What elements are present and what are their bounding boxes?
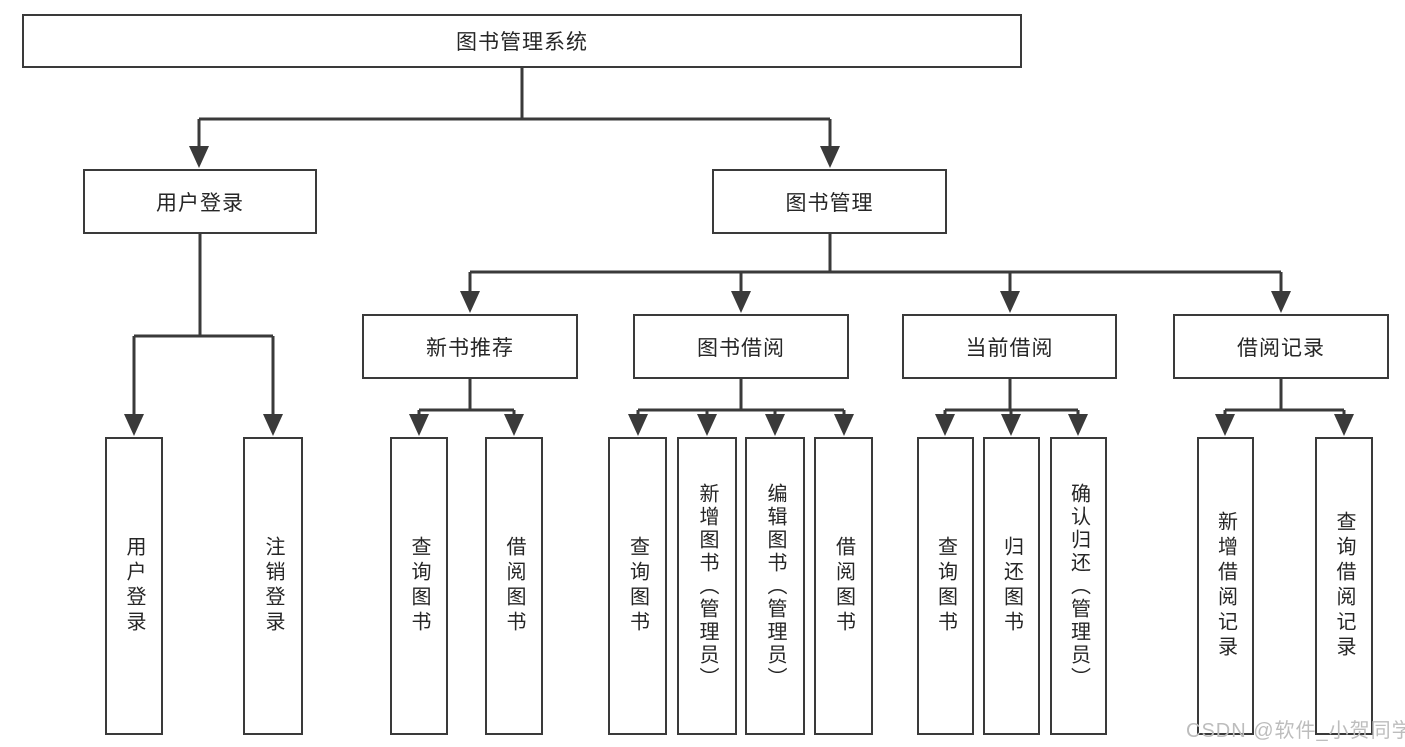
node-leaf-query-books-current: 查询图书 xyxy=(917,437,974,735)
node-label: 编辑图书（管理员） xyxy=(764,482,786,690)
node-leaf-borrow-books: 借阅图书 xyxy=(814,437,873,735)
node-label: 查询图书 xyxy=(934,536,957,636)
node-leaf-query-books-recommend: 查询图书 xyxy=(390,437,448,735)
node-label: 注销登录 xyxy=(262,536,284,636)
node-leaf-add-books-admin: 新增图书（管理员） xyxy=(677,437,737,735)
csdn-watermark: CSDN @软件_小贺同学 xyxy=(1186,720,1405,742)
node-label: 确认归还（管理员） xyxy=(1067,482,1090,690)
node-book-borrowing: 图书借阅 xyxy=(633,314,849,379)
node-leaf-edit-books-admin: 编辑图书（管理员） xyxy=(745,437,805,735)
node-label: 查询借阅记录 xyxy=(1333,511,1355,661)
node-label: 归还图书 xyxy=(1000,536,1023,636)
node-new-book-recommend: 新书推荐 xyxy=(362,314,578,379)
node-label: 查询图书 xyxy=(408,536,430,636)
node-leaf-query-books-borrow: 查询图书 xyxy=(608,437,667,735)
node-book-management-module: 图书管理 xyxy=(712,169,947,234)
arrowheads xyxy=(124,146,1354,436)
node-leaf-return-books: 归还图书 xyxy=(983,437,1040,735)
node-user-login-module: 用户登录 xyxy=(83,169,317,234)
node-label: 新增图书（管理员） xyxy=(696,482,718,690)
node-label: 新书推荐 xyxy=(426,336,514,360)
node-leaf-logout: 注销登录 xyxy=(243,437,303,735)
node-leaf-add-borrow-record: 新增借阅记录 xyxy=(1197,437,1254,735)
node-label: 当前借阅 xyxy=(965,336,1054,360)
node-current-borrowing: 当前借阅 xyxy=(902,314,1117,379)
node-label: 用户登录 xyxy=(156,191,244,215)
node-root-library-system: 图书管理系统 xyxy=(22,14,1022,68)
node-label: 新增借阅记录 xyxy=(1214,511,1237,661)
node-label: 用户登录 xyxy=(123,536,145,636)
node-label: 借阅图书 xyxy=(832,536,855,636)
node-leaf-user-login: 用户登录 xyxy=(105,437,163,735)
node-borrow-records: 借阅记录 xyxy=(1173,314,1389,379)
node-label: 图书管理 xyxy=(785,191,874,215)
node-label: 查询图书 xyxy=(626,536,649,636)
node-label: 图书借阅 xyxy=(697,336,785,360)
node-leaf-confirm-return-admin: 确认归还（管理员） xyxy=(1050,437,1107,735)
node-label: 借阅记录 xyxy=(1237,336,1325,360)
node-label: 借阅图书 xyxy=(503,536,525,636)
node-leaf-query-borrow-record: 查询借阅记录 xyxy=(1315,437,1373,735)
node-label: 图书管理系统 xyxy=(456,31,588,54)
node-leaf-borrow-books-recommend: 借阅图书 xyxy=(485,437,543,735)
